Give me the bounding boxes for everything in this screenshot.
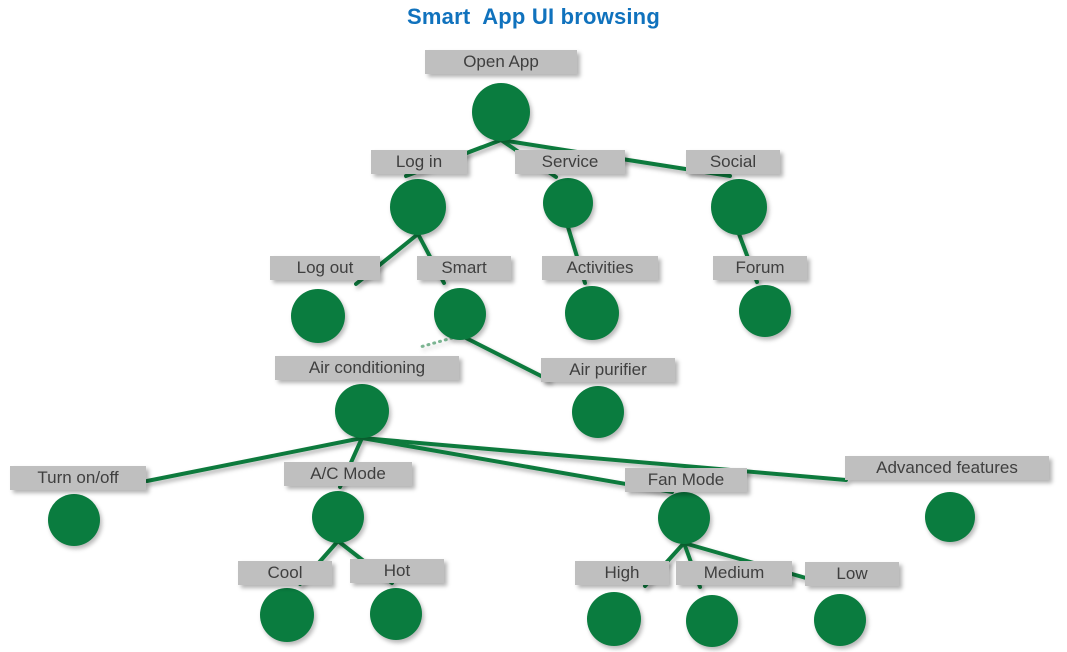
node-label-open-app[interactable]: Open App [425,50,577,74]
node-dot-medium[interactable] [686,595,738,647]
node-dot-service[interactable] [543,178,593,228]
node-label-turn-on-off[interactable]: Turn on/off [10,466,146,490]
node-dot-activities[interactable] [565,286,619,340]
node-label-low[interactable]: Low [805,562,899,586]
node-dot-forum[interactable] [739,285,791,337]
node-label-advanced-features[interactable]: Advanced features [845,456,1049,480]
node-dot-smart[interactable] [434,288,486,340]
node-label-medium[interactable]: Medium [676,561,792,585]
node-label-smart[interactable]: Smart [417,256,511,280]
node-dot-low[interactable] [814,594,866,646]
node-dot-ac-mode[interactable] [312,491,364,543]
node-dot-high[interactable] [587,592,641,646]
node-dot-open-app[interactable] [472,83,530,141]
node-label-ac-mode[interactable]: A/C Mode [284,462,412,486]
node-label-log-out[interactable]: Log out [270,256,380,280]
node-dot-cool[interactable] [260,588,314,642]
edge-smart-to-air-conditioning [418,336,454,349]
node-dot-air-purifier[interactable] [572,386,624,438]
node-dot-fan-mode[interactable] [658,492,710,544]
node-label-cool[interactable]: Cool [238,561,332,585]
node-dot-air-conditioning[interactable] [335,384,389,438]
edge-smart-to-air-purifier [464,336,551,382]
node-label-forum[interactable]: Forum [713,256,807,280]
node-label-air-conditioning[interactable]: Air conditioning [275,356,459,380]
node-label-air-purifier[interactable]: Air purifier [541,358,675,382]
node-label-fan-mode[interactable]: Fan Mode [625,468,747,492]
node-label-hot[interactable]: Hot [350,559,444,583]
node-dot-social[interactable] [711,179,767,235]
page-title: Smart App UI browsing [407,4,660,29]
node-label-service[interactable]: Service [515,150,625,174]
node-dot-hot[interactable] [370,588,422,640]
node-label-activities[interactable]: Activities [542,256,658,280]
node-dot-advanced-features[interactable] [925,492,975,542]
node-label-social[interactable]: Social [686,150,780,174]
node-dot-turn-on-off[interactable] [48,494,100,546]
edge-air-conditioning-to-advanced-features [360,436,848,482]
node-label-high[interactable]: High [575,561,669,585]
node-dot-log-out[interactable] [291,289,345,343]
node-label-log-in[interactable]: Log in [371,150,467,174]
node-dot-log-in[interactable] [390,179,446,235]
